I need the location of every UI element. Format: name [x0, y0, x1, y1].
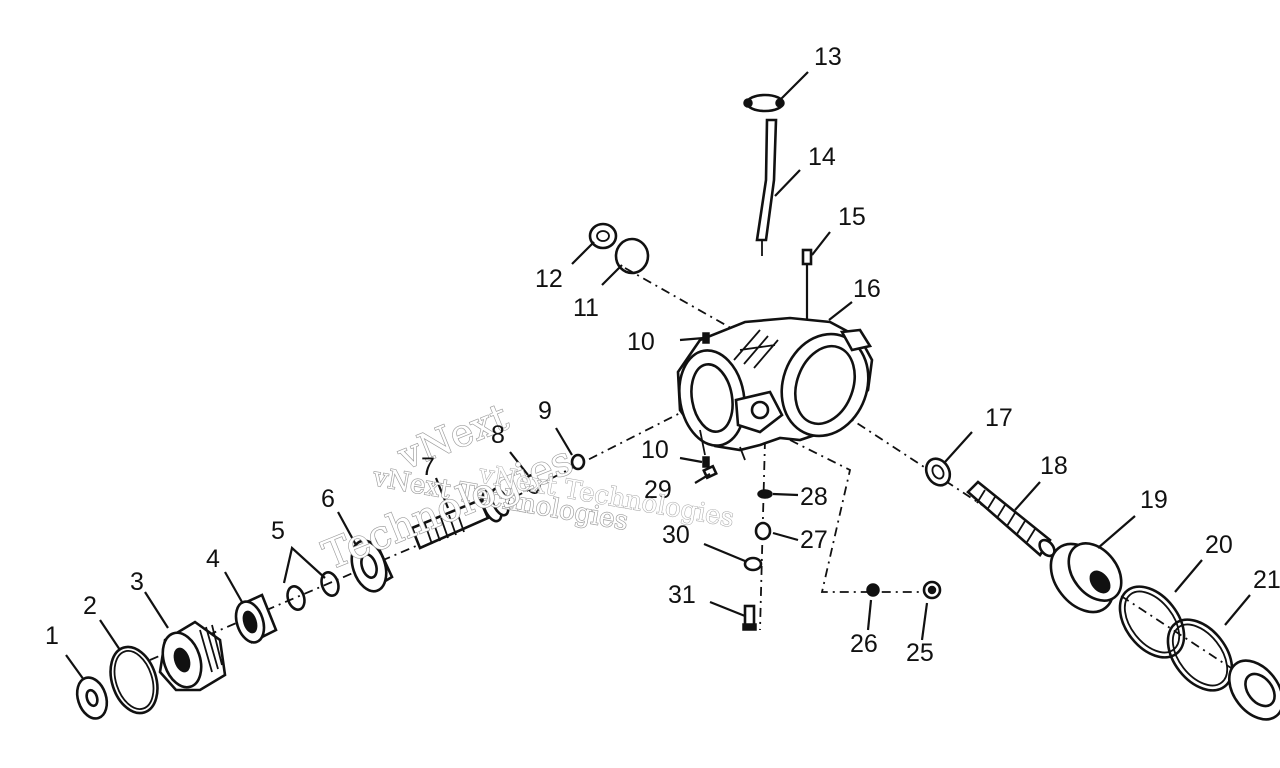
callout-21: 21: [1253, 566, 1280, 594]
callout-19: 19: [1140, 486, 1168, 514]
part-3-bearing-cap: [158, 620, 227, 692]
callout-labels: 1 2 3 4 5 6 7 8 9 10 10 11 12 13 14 15 1…: [45, 43, 1280, 667]
part-26-washer: [866, 583, 880, 597]
callout-18: 18: [1040, 452, 1068, 480]
part-9-washer: [570, 453, 586, 471]
callout-30: 30: [662, 521, 690, 549]
part-1-thrust-washer: [75, 676, 109, 720]
part-28-washer: [757, 489, 773, 499]
callout-2: 2: [83, 592, 97, 620]
part-8-spacer: [525, 473, 541, 495]
callout-27: 27: [800, 526, 828, 554]
part-16-gearcase-housing: [676, 316, 874, 461]
callout-31: 31: [668, 581, 696, 609]
part-4-bearing: [234, 593, 278, 644]
part-27-plug: [754, 521, 772, 541]
part-30-washer: [743, 556, 763, 572]
callout-14: 14: [808, 143, 836, 171]
part-15-vent-fitting: [801, 248, 813, 320]
part-12-seal: [588, 222, 618, 250]
callout-4: 4: [206, 545, 220, 573]
assembly-axis-lines: [149, 267, 1280, 701]
callout-1: 1: [45, 622, 59, 650]
part-19-bearing-carrier: [1049, 542, 1123, 614]
callout-12: 12: [535, 265, 563, 293]
callout-5: 5: [271, 517, 285, 545]
callout-15: 15: [838, 203, 866, 231]
callout-20: 20: [1205, 531, 1233, 559]
part-18-output-shaft: [966, 480, 1056, 558]
callout-13: 13: [814, 43, 842, 71]
callout-29: 29: [644, 476, 672, 504]
callout-9: 9: [538, 397, 552, 425]
callout-26: 26: [850, 630, 878, 658]
part-5-snap-rings: [286, 571, 340, 611]
callout-10-lower: 10: [641, 436, 669, 464]
part-6-seal: [350, 538, 394, 593]
part-7-pinion-shaft: [410, 487, 510, 550]
leader-lines: [65, 71, 1251, 681]
part-14-vent-hose: [755, 118, 778, 256]
callout-3: 3: [130, 568, 144, 596]
part-31-bolt: [742, 604, 757, 631]
part-11-o-ring: [614, 237, 650, 275]
part-2-o-ring: [109, 645, 159, 715]
part-25-drain-plug: [922, 580, 942, 600]
callout-16: 16: [853, 275, 881, 303]
callout-10-upper: 10: [627, 328, 655, 356]
part-21-bearing-assembly: [1166, 618, 1280, 721]
callout-11: 11: [573, 294, 599, 322]
callout-7: 7: [421, 453, 435, 481]
part-17-seal: [924, 457, 952, 487]
callout-6: 6: [321, 485, 335, 513]
part-13-clamp: [743, 93, 785, 113]
callout-8: 8: [491, 421, 505, 449]
callout-25: 25: [906, 639, 934, 667]
callout-17: 17: [985, 404, 1013, 432]
callout-28: 28: [800, 483, 828, 511]
